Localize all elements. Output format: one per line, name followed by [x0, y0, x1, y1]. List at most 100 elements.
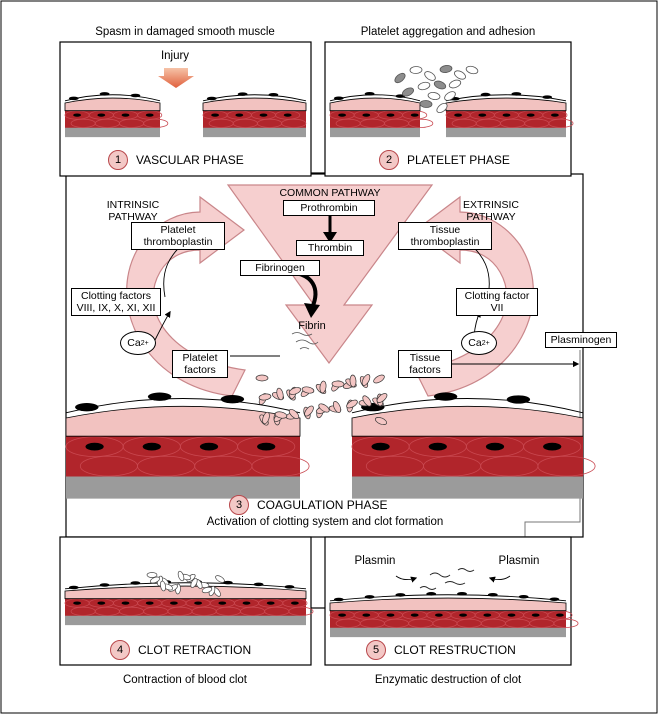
- muscle-nucleus: [235, 113, 244, 117]
- destruction-phase-label: 5 CLOT RESTRUCTION: [366, 640, 516, 660]
- retraction-wall: [64, 579, 314, 626]
- endothelial-nucleus: [333, 597, 344, 602]
- basement-membrane: [65, 127, 160, 138]
- endothelial-nucleus: [511, 92, 522, 96]
- endothelial-nucleus: [333, 96, 344, 101]
- clot-cell: [373, 374, 385, 384]
- retracted-clot-cell: [177, 570, 185, 582]
- retraction-caption: Contraction of blood clot: [122, 674, 248, 686]
- extrinsic-line-2: PATHWAY: [466, 211, 516, 223]
- platelet: [454, 70, 466, 80]
- calcium-right-text: Ca: [468, 337, 482, 349]
- clot-cell: [288, 408, 300, 420]
- extrinsic-line-1: EXTRINSIC: [462, 199, 519, 211]
- platelet: [448, 79, 462, 89]
- muscle-cell: [281, 118, 307, 128]
- muscle-nucleus: [543, 442, 562, 451]
- intrinsic-line-2: PATHWAY: [108, 211, 158, 223]
- platelet: [433, 80, 447, 90]
- muscle-nucleus: [459, 613, 467, 617]
- muscle-nucleus: [257, 442, 276, 451]
- muscle-nucleus: [454, 113, 462, 117]
- fibrin-strands: [291, 332, 319, 350]
- muscle-nucleus: [121, 601, 130, 605]
- clot-cell: [319, 380, 327, 394]
- coagulation-subtitle: Activation of clotting system and clot f…: [206, 516, 444, 528]
- endothelial-nucleus: [68, 96, 79, 101]
- muscle-nucleus: [85, 442, 104, 451]
- calcium-right-charge: 2+: [481, 339, 490, 347]
- calcium-left-text: Ca: [127, 337, 141, 349]
- clot-cell: [255, 374, 269, 382]
- clot-cell: [361, 374, 371, 386]
- clot-cell: [376, 393, 388, 403]
- endothelial-nucleus: [506, 395, 531, 404]
- coagulation-wall-left: [65, 392, 310, 499]
- endothelial-nucleus: [68, 585, 79, 590]
- muscle-nucleus: [435, 613, 443, 617]
- coagulation-phase-label: 3 COAGULATION PHASE: [229, 495, 387, 515]
- endothelial-nucleus: [130, 581, 141, 585]
- vascular-wall-right: [202, 92, 307, 138]
- muscle-nucleus: [266, 601, 275, 605]
- basement-membrane: [352, 475, 583, 499]
- endothelium: [64, 582, 307, 590]
- platelet: [427, 91, 441, 101]
- plasmin-right-arrow: [488, 575, 511, 583]
- endothelial-nucleus: [284, 585, 295, 589]
- muscle-nucleus: [478, 113, 487, 117]
- platelet: [417, 81, 431, 91]
- muscle-nucleus: [283, 113, 292, 117]
- muscle-nucleus: [170, 601, 178, 605]
- muscle-nucleus: [259, 113, 268, 117]
- muscle-cell: [237, 436, 296, 457]
- phase-number-4: 4: [110, 640, 130, 660]
- platelet-wall-left: [329, 92, 434, 138]
- clotting-factor-vii-box: Clotting factor VII: [456, 288, 538, 316]
- platelet-phase-label: 2 PLATELET PHASE: [379, 150, 510, 170]
- platelet-thromboplastin-line-1: Platelet: [160, 224, 196, 236]
- clot-cell: [362, 395, 372, 407]
- intrinsic-pathway-label: INTRINSIC PATHWAY: [98, 199, 168, 223]
- endothelial-nucleus: [130, 93, 141, 98]
- basement-membrane: [330, 627, 566, 638]
- endothelial-nucleus: [75, 403, 99, 412]
- muscle-nucleus: [410, 113, 419, 117]
- destruction-phase-title: CLOT RESTRUCTION: [394, 643, 516, 657]
- intima-layer: [202, 97, 307, 112]
- muscle-nucleus: [428, 442, 447, 451]
- muscle-nucleus: [485, 442, 505, 451]
- muscle-nucleus: [218, 601, 227, 605]
- extrinsic-pathway-label: EXTRINSIC PATHWAY: [456, 199, 526, 223]
- common-pathway-label: COMMON PATHWAY: [279, 187, 381, 199]
- endothelial-nucleus: [147, 392, 172, 401]
- muscle-nucleus: [121, 113, 130, 117]
- fibrin-fragments: [419, 568, 475, 590]
- retraction-phase-label: 4 CLOT RETRACTION: [110, 640, 251, 660]
- clot-cell: [301, 386, 315, 394]
- endothelial-nucleus: [457, 592, 467, 596]
- muscle-nucleus: [73, 113, 81, 117]
- clot-cell: [331, 380, 345, 388]
- muscle-nucleus: [362, 113, 371, 117]
- clot-cell: [318, 403, 330, 413]
- tissue-thromboplastin-line-1: Tissue: [429, 224, 461, 236]
- muscle-nucleus: [551, 113, 559, 117]
- platelet: [409, 66, 423, 74]
- muscle-nucleus: [145, 113, 154, 117]
- clot-cell: [304, 405, 314, 417]
- clot-cell: [258, 393, 272, 401]
- muscle-nucleus: [145, 601, 154, 605]
- muscle-nucleus: [526, 113, 535, 117]
- phase-number-2: 2: [379, 150, 399, 170]
- endothelial-nucleus: [222, 580, 233, 585]
- platelet: [394, 72, 406, 84]
- intrinsic-line-1: INTRINSIC: [106, 199, 160, 211]
- destruction-wall: [329, 592, 579, 638]
- vascular-phase-label: 1 VASCULAR PHASE: [108, 150, 244, 170]
- retraction-phase-title: CLOT RETRACTION: [138, 643, 252, 657]
- muscle-nucleus: [371, 442, 390, 451]
